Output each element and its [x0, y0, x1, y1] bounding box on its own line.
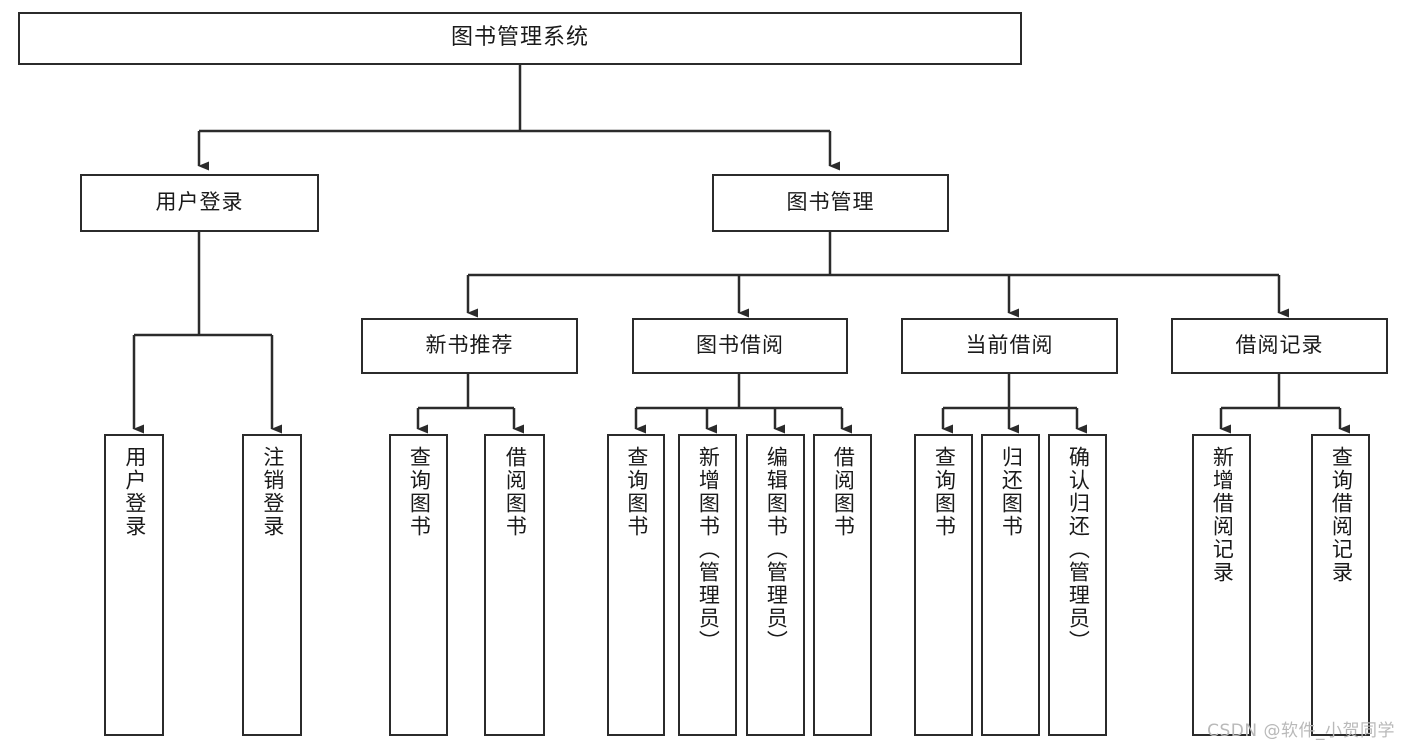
- leaf-label: 查询图书: [407, 446, 432, 538]
- node-book-management[interactable]: 图书管理: [712, 174, 949, 232]
- leaf-label: 查询图书: [624, 446, 649, 538]
- leaf-query-book-current[interactable]: 查询图书: [914, 434, 973, 736]
- leaf-label: 新增借阅记录: [1210, 446, 1235, 584]
- leaf-query-borrow-record[interactable]: 查询借阅记录: [1311, 434, 1370, 736]
- node-label: 图书借阅: [696, 333, 784, 358]
- leaf-add-book-admin[interactable]: 新增图书（管理员）: [678, 434, 737, 736]
- leaf-label: 用户登录: [122, 446, 147, 538]
- node-label: 借阅记录: [1235, 333, 1324, 358]
- leaf-query-book-borrow[interactable]: 查询图书: [607, 434, 665, 736]
- leaf-borrow-book-recommend[interactable]: 借阅图书: [484, 434, 545, 736]
- node-label: 用户登录: [155, 190, 244, 215]
- leaf-borrow-book[interactable]: 借阅图书: [813, 434, 872, 736]
- leaf-label: 归还图书: [999, 446, 1024, 538]
- node-label: 新书推荐: [425, 333, 514, 358]
- node-current-borrow[interactable]: 当前借阅: [901, 318, 1118, 374]
- node-root-book-management-system[interactable]: 图书管理系统: [18, 12, 1022, 65]
- leaf-edit-book-admin[interactable]: 编辑图书（管理员）: [746, 434, 805, 736]
- node-label: 图书管理系统: [450, 25, 589, 51]
- node-label: 图书管理: [786, 190, 875, 215]
- leaf-user-login[interactable]: 用户登录: [104, 434, 164, 736]
- node-new-book-recommend[interactable]: 新书推荐: [361, 318, 578, 374]
- leaf-query-book-recommend[interactable]: 查询图书: [389, 434, 448, 736]
- csdn-watermark: CSDN @软件_小贺同学: [1207, 721, 1395, 741]
- leaf-confirm-return-admin[interactable]: 确认归还（管理员）: [1048, 434, 1107, 736]
- leaf-label: 查询图书: [932, 446, 957, 538]
- leaf-label: 注销登录: [260, 446, 285, 538]
- leaf-return-book[interactable]: 归还图书: [981, 434, 1040, 736]
- leaf-label: 借阅图书: [503, 446, 528, 538]
- leaf-label: 查询借阅记录: [1329, 446, 1354, 584]
- leaf-logout-login[interactable]: 注销登录: [242, 434, 302, 736]
- leaf-label: 新增图书（管理员）: [696, 446, 721, 653]
- leaf-add-borrow-record[interactable]: 新增借阅记录: [1192, 434, 1251, 736]
- node-user-login[interactable]: 用户登录: [80, 174, 319, 232]
- node-book-borrow[interactable]: 图书借阅: [632, 318, 848, 374]
- node-borrow-record[interactable]: 借阅记录: [1171, 318, 1388, 374]
- node-label: 当前借阅: [965, 333, 1054, 358]
- leaf-label: 编辑图书（管理员）: [764, 446, 789, 653]
- leaf-label: 确认归还（管理员）: [1066, 446, 1091, 653]
- leaf-label: 借阅图书: [831, 446, 856, 538]
